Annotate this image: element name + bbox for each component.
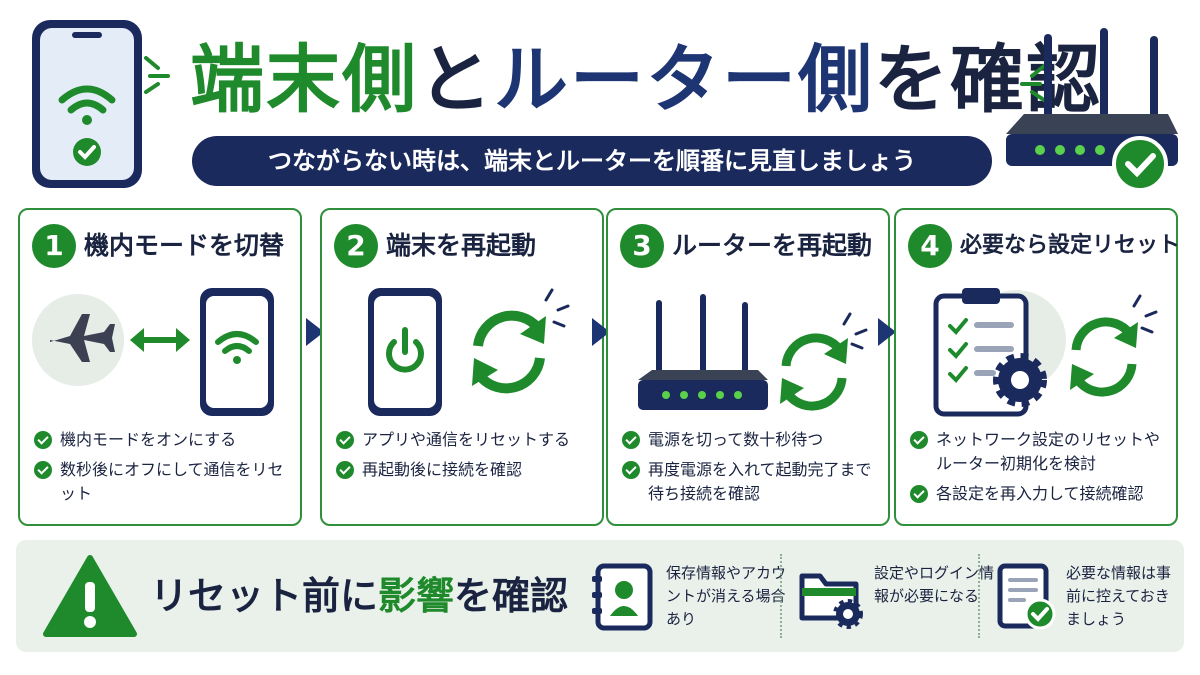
step-bullets: アプリや通信をリセットする 再起動後に接続を確認 (336, 428, 598, 488)
divider (978, 554, 980, 638)
signal-burst-icon (1014, 58, 1050, 108)
next-arrow-icon (878, 318, 896, 346)
phone-wifi-check-icon (22, 14, 152, 194)
warning-title: リセット前に影響を確認 (150, 574, 569, 618)
step-title: 機内モードを切替 (84, 231, 285, 260)
list-item: 電源を切って数十秒待つ (622, 428, 884, 452)
page-title: 端末側とルーター側を確認 (190, 30, 1100, 130)
check-icon (622, 431, 640, 449)
check-icon (34, 461, 52, 479)
list-item: 機内モードをオンにする (34, 428, 296, 452)
warning-icon (42, 552, 138, 640)
refresh-icon (472, 288, 570, 394)
list-item: ネットワーク設定のリセットやルーター初期化を検討 (910, 428, 1172, 476)
phone-power-icon (368, 288, 442, 416)
step-bullets: ネットワーク設定のリセットやルーター初期化を検討 各設定を再入力して接続確認 (910, 428, 1172, 512)
check-icon (910, 431, 928, 449)
note-item: 必要な情報は事前に控えておきましょう (994, 560, 1180, 632)
note-text: 設定やログイン情報が必要になる (874, 564, 995, 605)
subtitle-banner: つながらない時は、端末とルーターを順番に見直しましょう (192, 136, 992, 186)
document-check-icon (994, 562, 1060, 632)
step-card-2: 2 端末を再起動 アプリや通信をリセットする 再起動後に接続を確認 (320, 208, 604, 526)
title-device-side: 端末側 (190, 37, 418, 123)
step-number: 1 (32, 224, 76, 268)
note-text: 保存情報やアカウントが消える場合あり (666, 564, 787, 628)
title-and: と (418, 37, 494, 123)
check-icon (34, 431, 52, 449)
note-item: 保存情報やアカウントが消える場合あり (590, 560, 786, 632)
check-icon (336, 431, 354, 449)
divider (780, 554, 782, 638)
check-icon (336, 461, 354, 479)
signal-burst-icon (140, 50, 176, 100)
airplane-icon (32, 294, 124, 386)
step-title: ルーターを再起動 (672, 231, 873, 260)
double-arrow-icon (130, 328, 190, 352)
step-number: 4 (908, 224, 952, 268)
list-item: 再起動後に接続を確認 (336, 458, 598, 482)
step-title: 必要なら設定リセット (960, 233, 1181, 258)
folder-gear-icon (798, 564, 866, 630)
step-illustration (322, 280, 606, 420)
step-card-1: 1 機内モードを切替 機内モードをオンにする 数秒後にオフにして通信をリセット (18, 208, 302, 526)
warning-panel: リセット前に影響を確認 保存情報やアカウントが消える場合あり (16, 540, 1184, 652)
step-card-3: 3 ルーターを再起動 電 (606, 208, 890, 526)
step-number: 2 (334, 224, 378, 268)
note-text: 必要な情報は事前に控えておきましょう (1066, 564, 1172, 628)
step-illustration (896, 280, 1180, 420)
router-icon (638, 294, 768, 410)
step-bullets: 機内モードをオンにする 数秒後にオフにして通信をリセット (34, 428, 296, 512)
list-item: アプリや通信をリセットする (336, 428, 598, 452)
step-illustration (20, 280, 304, 420)
list-item: 数秒後にオフにして通信をリセット (34, 458, 296, 506)
step-card-4: 4 必要なら設定リセット (894, 208, 1181, 526)
check-icon (910, 485, 928, 503)
router-check-icon (1000, 24, 1184, 200)
step-illustration (608, 280, 892, 420)
next-arrow-icon (306, 318, 324, 346)
refresh-icon (1070, 294, 1158, 397)
title-router-side: ルーター側 (494, 37, 874, 123)
step-bullets: 電源を切って数十秒待つ 再度電源を入れて起動完了まで待ち接続を確認 (622, 428, 884, 512)
phone-wifi-icon (200, 288, 274, 416)
note-item: 設定やログイン情報が必要になる (798, 560, 994, 632)
contact-book-icon (590, 562, 656, 632)
step-title: 端末を再起動 (386, 231, 537, 260)
list-item: 各設定を再入力して接続確認 (910, 482, 1172, 506)
next-arrow-icon (592, 318, 610, 346)
refresh-icon (780, 312, 868, 411)
step-number: 3 (620, 224, 664, 268)
list-item: 再度電源を入れて起動完了まで待ち接続を確認 (622, 458, 884, 506)
title-check: を確認 (874, 37, 1102, 123)
clipboard-gear-icon (933, 288, 1066, 417)
check-icon (622, 461, 640, 479)
